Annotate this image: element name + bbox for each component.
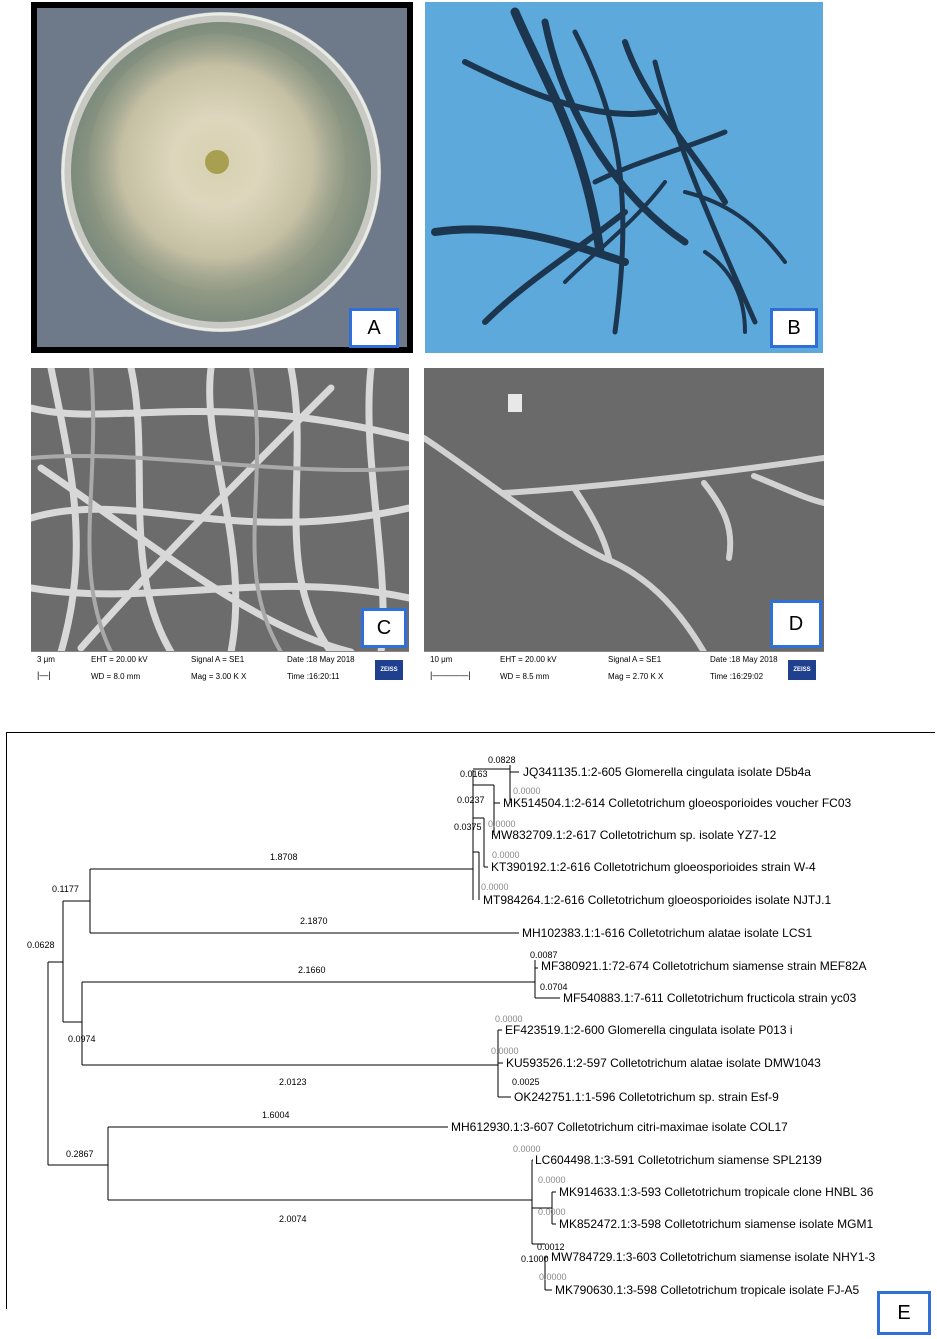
sem-scale-d: 10 μm bbox=[430, 655, 453, 664]
taxon-label: KT390192.1:2-616 Colletotrichum gloeospo… bbox=[491, 860, 816, 874]
taxon-label: MW784729.1:3-603 Colletotrichum siamense… bbox=[551, 1250, 875, 1264]
branch-length-label: 0.0000 bbox=[491, 1046, 519, 1056]
sem-eht-c: EHT = 20.00 kV bbox=[91, 655, 148, 664]
branch-length-label: 0.0375 bbox=[454, 822, 482, 832]
zeiss-logo-c: ZEISS bbox=[375, 660, 403, 680]
panel-label-c: C bbox=[361, 608, 407, 648]
sem-mag-d: Mag = 2.70 K X bbox=[608, 672, 664, 681]
sem-scale-bar-c: |—| bbox=[37, 670, 51, 680]
sem-signal-c: Signal A = SE1 bbox=[191, 655, 245, 664]
branch-length-label: 0.0628 bbox=[27, 940, 55, 950]
taxon-label: JQ341135.1:2-605 Glomerella cingulata is… bbox=[523, 765, 811, 779]
taxon-label: MF540883.1:7-611 Colletotrichum fructico… bbox=[563, 991, 857, 1005]
sem-time-d: Time :16:29:02 bbox=[710, 672, 764, 681]
branch-length-label: 2.1870 bbox=[300, 916, 328, 926]
sem-wd-d: WD = 8.5 mm bbox=[500, 672, 550, 681]
sem-info-bar-d: 10 μm |————| EHT = 20.00 kV WD = 8.5 mm … bbox=[424, 651, 824, 688]
branch-length-label: 0.0828 bbox=[488, 755, 516, 765]
branch-length-label: 0.0000 bbox=[513, 786, 541, 796]
branch-length-label: 0.0012 bbox=[537, 1242, 565, 1252]
zeiss-logo-d: ZEISS bbox=[788, 660, 816, 680]
branch-length-label: 0.0000 bbox=[513, 1144, 541, 1154]
panel-d-sem: 10 μm |————| EHT = 20.00 kV WD = 8.5 mm … bbox=[424, 368, 824, 688]
sem-time-c: Time :16:20:11 bbox=[287, 672, 340, 681]
panel-a-petri-dish: A bbox=[31, 2, 413, 353]
taxon-label: MT984264.1:2-616 Colletotrichum gloeospo… bbox=[483, 893, 832, 907]
branch-length-label: 0.0163 bbox=[460, 769, 488, 779]
sem-scale-bar-d: |————| bbox=[430, 670, 471, 680]
branch-length-label: 0.0000 bbox=[538, 1207, 566, 1217]
branch-length-label: 0.0000 bbox=[492, 850, 520, 860]
sem-eht-d: EHT = 20.00 kV bbox=[500, 655, 557, 664]
panel-label-e: E bbox=[877, 1291, 931, 1335]
sem-date-c: Date :18 May 2018 bbox=[287, 655, 355, 664]
branch-length-label: 0.1177 bbox=[52, 884, 79, 894]
branch-length-label: 0.0000 bbox=[538, 1175, 566, 1185]
panel-c-sem: 3 μm |—| EHT = 20.00 kV WD = 8.0 mm Sign… bbox=[31, 368, 409, 688]
taxon-label: MK852472.1:3-598 Colletotrichum siamense… bbox=[559, 1217, 873, 1231]
branch-length-label: 0.0974 bbox=[68, 1034, 96, 1044]
sem-mag-c: Mag = 3.00 K X bbox=[191, 672, 247, 681]
sem-wd-c: WD = 8.0 mm bbox=[91, 672, 141, 681]
phylogenetic-tree: JQ341135.1:2-605 Glomerella cingulata is… bbox=[0, 730, 937, 1310]
taxon-label: OK242751.1:1-596 Colletotrichum sp. stra… bbox=[514, 1090, 779, 1104]
sem-date-d: Date :18 May 2018 bbox=[710, 655, 778, 664]
taxon-label: MH102383.1:1-616 Colletotrichum alatae i… bbox=[522, 926, 812, 940]
branch-length-label: 0.0704 bbox=[540, 982, 568, 992]
branch-length-label: 2.0074 bbox=[279, 1214, 307, 1224]
branch-length-label: 0.0237 bbox=[457, 795, 485, 805]
taxon-label: EF423519.1:2-600 Glomerella cingulata is… bbox=[505, 1023, 793, 1037]
taxon-label: MK514504.1:2-614 Colletotrichum gloeospo… bbox=[503, 796, 852, 810]
branch-length-label: 0.2867 bbox=[66, 1149, 94, 1159]
taxon-label: MK914633.1:3-593 Colletotrichum tropical… bbox=[559, 1185, 874, 1199]
panel-label-b: B bbox=[770, 308, 818, 348]
sem-image-d bbox=[424, 368, 824, 655]
taxon-label: MK790630.1:3-598 Colletotrichum tropical… bbox=[555, 1283, 859, 1297]
branch-length-label: 0.0087 bbox=[530, 950, 558, 960]
panel-label-d: D bbox=[770, 600, 822, 648]
branch-length-label: 0.1000 bbox=[521, 1254, 549, 1264]
taxon-label: MH612930.1:3-607 Colletotrichum citri-ma… bbox=[451, 1120, 788, 1134]
branch-length-label: 2.1660 bbox=[298, 965, 326, 975]
petri-dish-image bbox=[37, 8, 407, 347]
panel-b-microscopy: B bbox=[425, 2, 823, 353]
taxon-label: KU593526.1:2-597 Colletotrichum alatae i… bbox=[506, 1056, 821, 1070]
branch-length-label: 0.0000 bbox=[495, 1014, 523, 1024]
branch-length-label: 1.6004 bbox=[262, 1110, 290, 1120]
taxon-label: LC604498.1:3-591 Colletotrichum siamense… bbox=[535, 1153, 822, 1167]
sem-info-bar-c: 3 μm |—| EHT = 20.00 kV WD = 8.0 mm Sign… bbox=[31, 651, 409, 688]
branch-length-label: 0.0000 bbox=[539, 1272, 567, 1282]
branch-length-label: 0.0000 bbox=[481, 882, 509, 892]
sem-image-c bbox=[31, 368, 409, 656]
branch-length-label: 2.0123 bbox=[279, 1077, 307, 1087]
branch-length-label: 0.0000 bbox=[488, 819, 516, 829]
panel-e-frame bbox=[6, 732, 935, 1309]
panel-label-a: A bbox=[349, 308, 399, 348]
sem-scale-c: 3 μm bbox=[37, 655, 55, 664]
branch-length-label: 1.8708 bbox=[270, 852, 298, 862]
sem-signal-d: Signal A = SE1 bbox=[608, 655, 662, 664]
taxon-label: MW832709.1:2-617 Colletotrichum sp. isol… bbox=[491, 828, 777, 842]
microscopy-image bbox=[425, 2, 823, 353]
taxon-label: MF380921.1:72-674 Colletotrichum siamens… bbox=[541, 959, 867, 973]
branch-length-label: 0.0025 bbox=[512, 1077, 540, 1087]
